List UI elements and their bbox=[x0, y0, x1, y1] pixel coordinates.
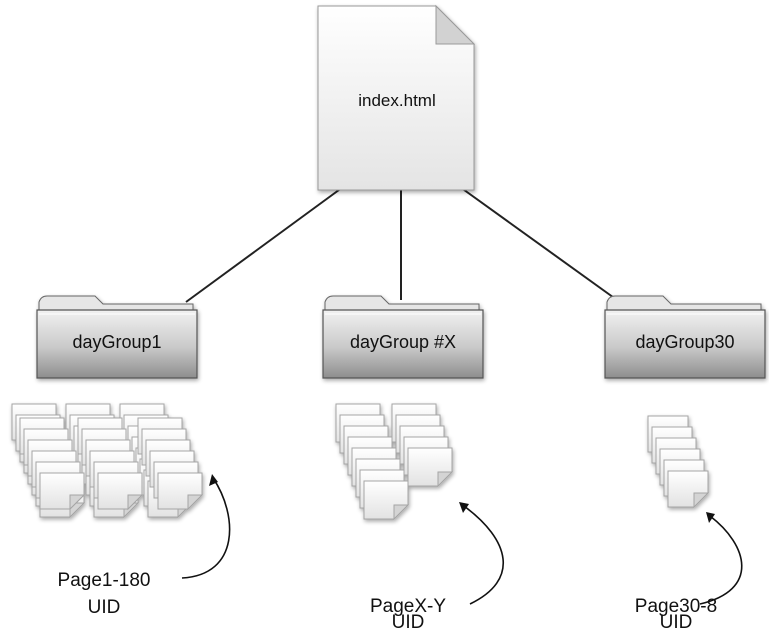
page-range-label-3: Page30-8 bbox=[635, 596, 717, 617]
page-stack-icon[interactable] bbox=[647, 415, 710, 509]
folder-label: dayGroup1 bbox=[72, 332, 161, 352]
arrowhead-1 bbox=[209, 474, 218, 486]
arrowhead-2 bbox=[459, 502, 469, 513]
page-range-label-1: Page1-180 bbox=[58, 570, 151, 591]
folder-icon[interactable] bbox=[36, 295, 198, 379]
arrow-2 bbox=[463, 505, 505, 605]
page-icon bbox=[157, 472, 204, 511]
connector-line-1 bbox=[185, 186, 344, 303]
folder-icon[interactable] bbox=[322, 295, 484, 379]
page-icon bbox=[407, 447, 454, 488]
page-range-label-2: PageX-Y bbox=[370, 596, 446, 617]
uid-label-2: UID bbox=[392, 612, 425, 633]
uid-label-1: UID bbox=[88, 597, 121, 618]
uid-label-3: UID bbox=[660, 612, 693, 633]
arrow-3 bbox=[699, 515, 743, 605]
page-stack-icon[interactable] bbox=[335, 403, 454, 521]
page-icon bbox=[667, 470, 710, 509]
page-icon bbox=[39, 472, 86, 511]
arrowhead-3 bbox=[706, 512, 715, 523]
folder-label: dayGroup30 bbox=[635, 332, 734, 352]
arrow-1 bbox=[181, 477, 231, 579]
folder-label: dayGroup #X bbox=[350, 332, 456, 352]
page-icon bbox=[97, 472, 144, 511]
page-stack-icon[interactable] bbox=[11, 403, 204, 519]
root-file-label: index.html bbox=[358, 91, 435, 110]
page-icon bbox=[363, 480, 410, 521]
document-icon[interactable] bbox=[317, 4, 476, 191]
folder-icon[interactable] bbox=[604, 295, 766, 379]
connector-line-3 bbox=[459, 186, 618, 301]
